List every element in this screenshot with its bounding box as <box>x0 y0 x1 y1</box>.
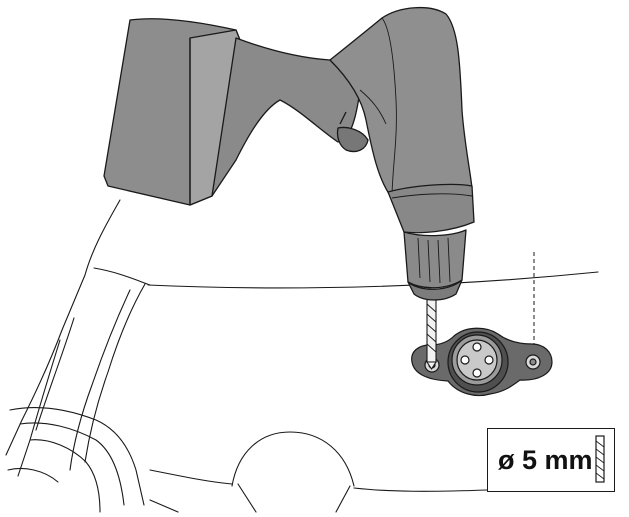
vehicle-body-outline <box>5 199 599 513</box>
cordless-drill-icon <box>103 6 475 301</box>
drill-bit-icon <box>425 295 438 371</box>
drill-size-label: ø 5 mm <box>498 445 593 475</box>
drill-bit-size-icon <box>595 435 605 483</box>
drill-size-label-box: ø 5 mm <box>487 428 615 492</box>
